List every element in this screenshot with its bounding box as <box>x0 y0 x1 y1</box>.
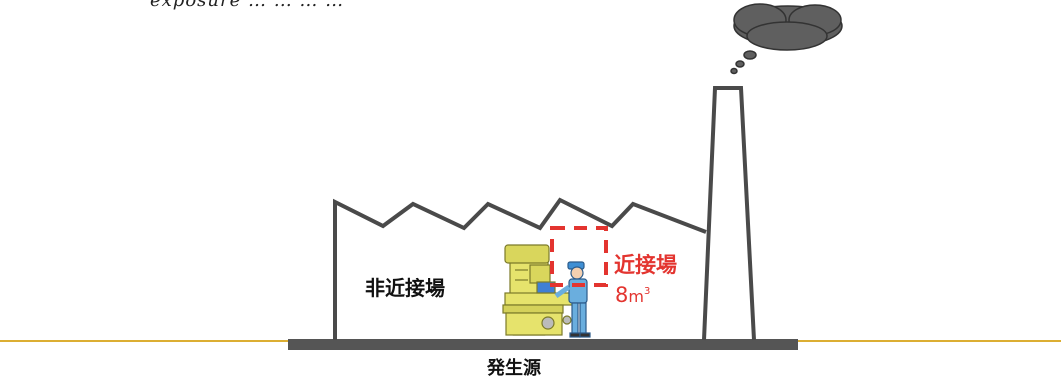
proximity-field-label: 近接場 <box>614 253 677 277</box>
base-bar <box>288 339 798 350</box>
near-field-boundary <box>550 226 608 287</box>
proximity-volume-exponent: 3 <box>643 286 651 297</box>
factory-building-outline <box>333 197 707 340</box>
proximity-volume-value: 8 <box>615 283 629 307</box>
proximity-volume-unit: m <box>628 287 644 306</box>
milling-machine-icon <box>502 244 578 336</box>
smoke-cloud <box>730 3 843 75</box>
chimney-outline <box>702 86 756 341</box>
emission-source-label: 発生源 <box>487 358 541 379</box>
top-caption: exposure … … … … <box>150 0 345 11</box>
proximity-volume-label: 8m3 <box>615 283 650 307</box>
non-proximity-field-label: 非近接場 <box>365 276 445 300</box>
